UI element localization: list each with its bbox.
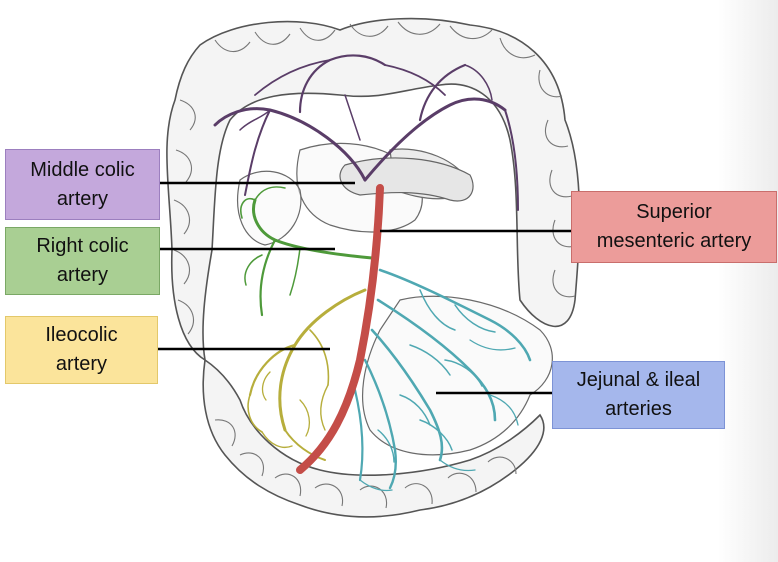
right-colic-vessels: [240, 186, 374, 317]
ileocolic-vessels: [247, 288, 367, 461]
jejunal-ileal-label: Jejunal & ileal arteries: [552, 361, 725, 429]
leader-lines: [158, 181, 571, 395]
jejunal-ileal-vessels: [353, 268, 532, 492]
colon-frame: [166, 17, 581, 518]
middle-colic-label: Middle colic artery: [5, 149, 160, 220]
right-edge-shade: [718, 0, 778, 562]
middle-colic-vessels: [213, 54, 519, 211]
bowel-texture: [173, 21, 576, 509]
right-colic-label: Right colic artery: [5, 227, 160, 295]
ileocolic-label: Ileocolic artery: [5, 316, 158, 384]
superior-mesenteric-trunk: [296, 184, 384, 474]
superior-mesenteric-label: Superior mesenteric artery: [571, 191, 777, 263]
